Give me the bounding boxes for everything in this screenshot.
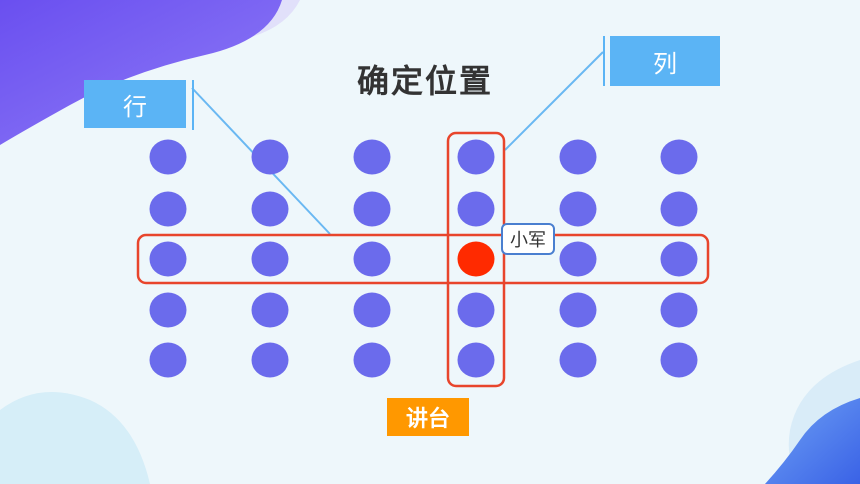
seat — [353, 342, 391, 378]
seat — [149, 191, 187, 227]
seat — [149, 342, 187, 378]
seat — [457, 191, 495, 227]
seat — [559, 139, 597, 175]
column-connector-line — [504, 51, 604, 151]
seat — [251, 139, 289, 175]
column-tag: 列 — [610, 36, 720, 86]
column-tag-marker — [603, 36, 605, 86]
seat-xiaojun — [457, 241, 495, 277]
page-title: 确定位置 — [356, 62, 493, 100]
seat — [660, 191, 698, 227]
seat — [353, 241, 391, 277]
seat — [457, 139, 495, 175]
seat — [353, 139, 391, 175]
seat — [353, 292, 391, 328]
seat — [251, 292, 289, 328]
seat — [660, 139, 698, 175]
seat — [660, 292, 698, 328]
seat — [660, 241, 698, 277]
seat — [251, 342, 289, 378]
row-tag-marker — [192, 80, 194, 130]
seat — [149, 241, 187, 277]
column-highlight-frame — [446, 131, 506, 388]
row-highlight-frame — [136, 233, 710, 285]
seat — [251, 241, 289, 277]
seat — [559, 292, 597, 328]
row-tag: 行 — [84, 80, 186, 128]
seat — [149, 292, 187, 328]
blob-bottom-right — [765, 398, 860, 484]
seat — [353, 191, 391, 227]
blob-top-left — [0, 0, 282, 145]
student-callout: 小军 — [501, 223, 555, 255]
podium-label: 讲台 — [387, 398, 469, 436]
seat — [559, 241, 597, 277]
seat — [251, 191, 289, 227]
seat — [660, 342, 698, 378]
seat — [149, 139, 187, 175]
seat — [559, 342, 597, 378]
seat — [457, 342, 495, 378]
seat — [559, 191, 597, 227]
blob-bottom-left — [0, 392, 150, 484]
seat — [457, 292, 495, 328]
